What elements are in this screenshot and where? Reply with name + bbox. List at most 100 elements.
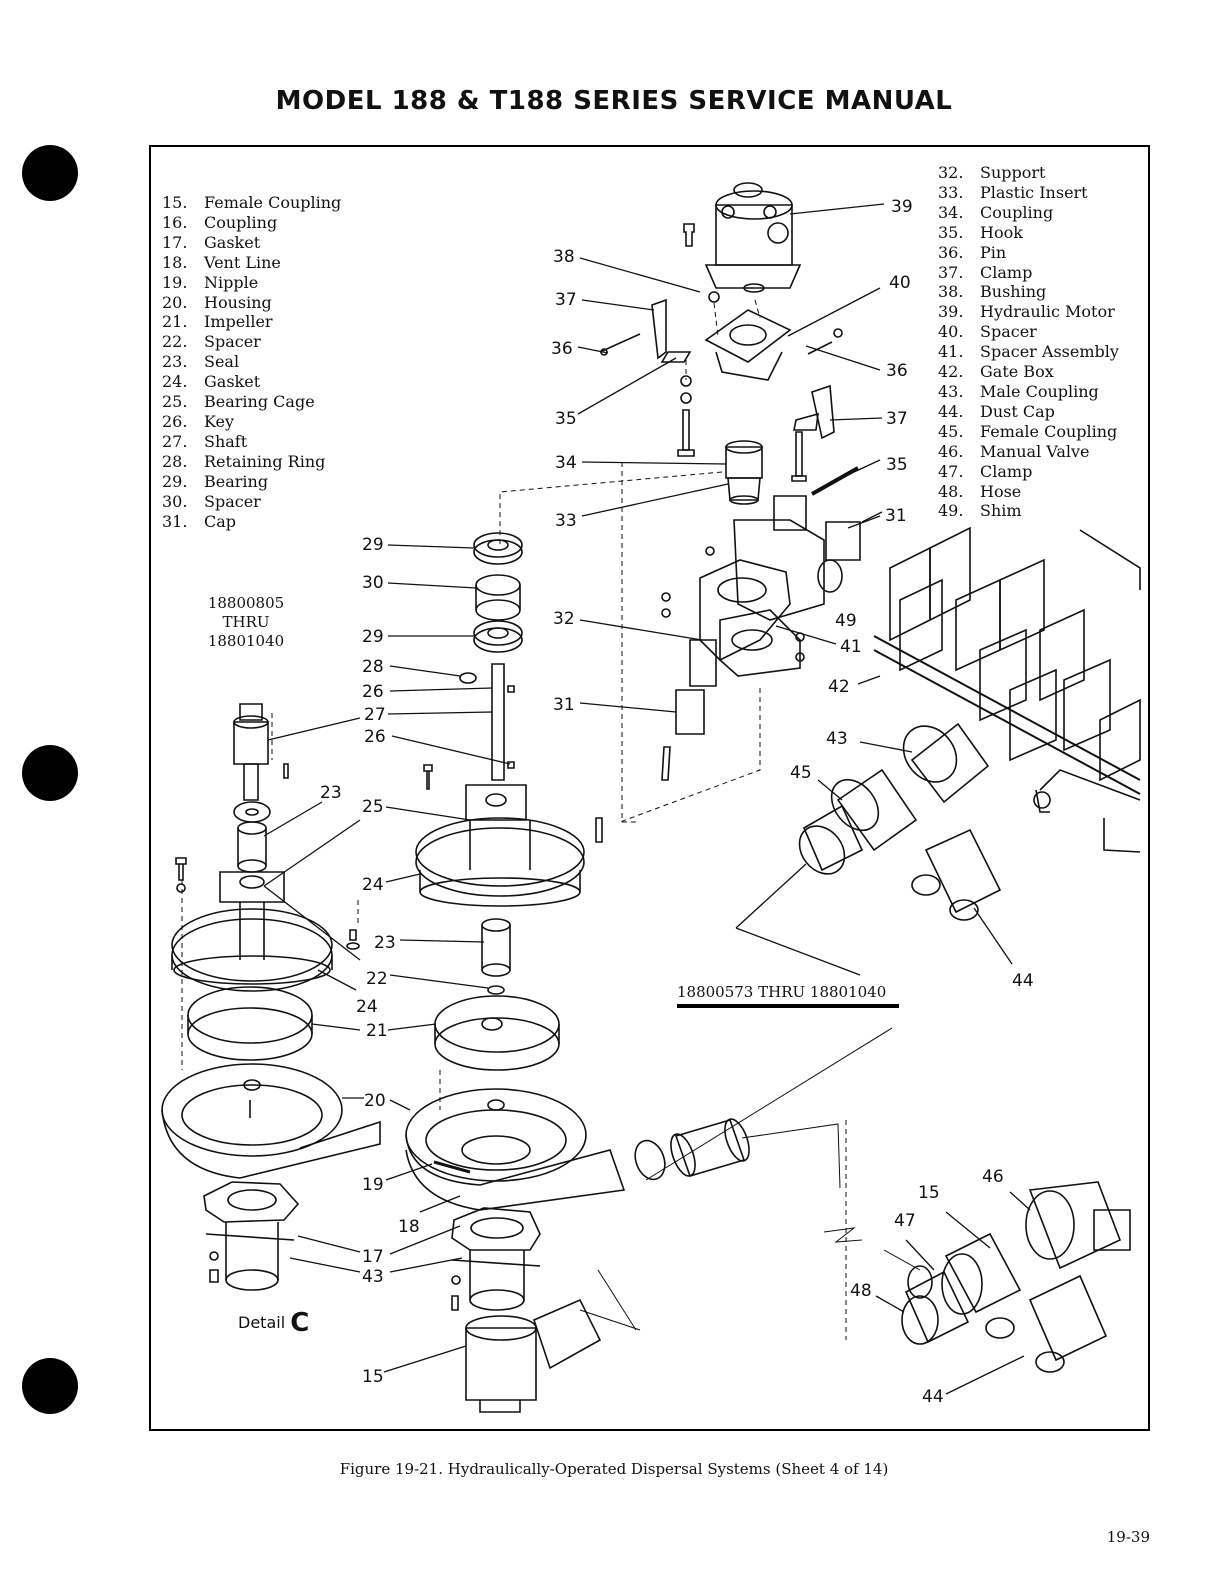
punch-hole-bottom bbox=[22, 1358, 78, 1414]
detail-c-shaft-drawing bbox=[233, 703, 289, 801]
callout-31b: 31 bbox=[553, 695, 575, 715]
part-number: 31. bbox=[162, 511, 188, 531]
callout-38: 38 bbox=[553, 247, 575, 267]
part-number: 45. bbox=[938, 421, 964, 441]
callout-41: 41 bbox=[840, 637, 862, 657]
serial-range-a-line2: THRU bbox=[222, 613, 270, 631]
detail-c-bearing-cage-drawing bbox=[171, 871, 333, 992]
part-item: 27.Shaft bbox=[162, 432, 341, 452]
part-name: Key bbox=[204, 411, 235, 431]
part-item: 15.Female Coupling bbox=[162, 193, 341, 213]
callout-15b: 15 bbox=[918, 1183, 940, 1203]
part-name: Seal bbox=[204, 352, 240, 372]
callout-24a: 24 bbox=[362, 875, 384, 895]
callout-49: 49 bbox=[835, 611, 857, 631]
coupling-group-lower-drawing bbox=[901, 1181, 1131, 1373]
part-item: 47.Clamp bbox=[938, 462, 1119, 482]
callout-35b: 35 bbox=[886, 455, 908, 475]
part-item: 43.Male Coupling bbox=[938, 382, 1119, 402]
page-number: 19-39 bbox=[1106, 1528, 1150, 1546]
part-item: 49. Shim bbox=[938, 501, 1119, 521]
shaft-stack-drawing bbox=[459, 532, 523, 781]
part-number: 30. bbox=[162, 491, 188, 511]
part-number: 49. bbox=[938, 501, 964, 521]
detail-label-letter: C bbox=[290, 1308, 310, 1338]
callout-36a: 36 bbox=[551, 339, 573, 359]
callout-43b: 43 bbox=[362, 1267, 384, 1287]
callout-30: 30 bbox=[362, 573, 384, 593]
serial-range-b-underline bbox=[677, 1004, 899, 1008]
part-name: Pin bbox=[980, 242, 1007, 262]
callout-42: 42 bbox=[828, 677, 850, 697]
part-item: 46. Manual Valve bbox=[938, 442, 1119, 462]
female-coupling-bottom-drawing bbox=[465, 1298, 602, 1413]
part-number: 37. bbox=[938, 262, 964, 282]
part-name: Gasket bbox=[204, 372, 261, 392]
hose-clamp-center-drawing bbox=[634, 1118, 750, 1181]
callout-45: 45 bbox=[790, 763, 812, 783]
part-item: 18.Vent Line bbox=[162, 253, 341, 273]
impeller-center-drawing bbox=[434, 995, 560, 1071]
part-number: 25. bbox=[162, 392, 188, 412]
gate-box-drawing bbox=[873, 526, 1141, 853]
callout-15a: 15 bbox=[362, 1367, 384, 1387]
part-item: 26. Key bbox=[162, 412, 341, 432]
callout-21: 21 bbox=[366, 1021, 388, 1041]
part-name: Nipple bbox=[204, 272, 259, 292]
part-number: 35. bbox=[938, 222, 964, 242]
figure-caption: Figure 19-21. Hydraulically-Operated Dis… bbox=[339, 1460, 889, 1478]
part-name: Dust Cap bbox=[980, 401, 1055, 421]
part-name: Manual Valve bbox=[980, 441, 1090, 461]
bushing-bolt-drawing bbox=[683, 223, 695, 247]
seal-center-drawing bbox=[481, 918, 511, 995]
part-number: 22. bbox=[162, 332, 188, 352]
hydraulic-motor-drawing bbox=[704, 182, 802, 293]
part-item: 17.Gasket bbox=[162, 233, 341, 253]
part-item: 29.Bearing bbox=[162, 472, 341, 492]
part-number: 46. bbox=[938, 441, 964, 461]
coupling-34-drawing bbox=[725, 440, 763, 505]
callout-23a: 23 bbox=[320, 783, 342, 803]
detail-c-impeller-drawing bbox=[187, 986, 313, 1061]
serial-range-a-line1: 18800805 bbox=[207, 594, 285, 612]
clamp-right-drawing bbox=[811, 384, 835, 440]
part-number: 23. bbox=[162, 352, 188, 372]
part-name: Bearing bbox=[204, 471, 269, 491]
punch-hole-middle bbox=[22, 745, 78, 801]
part-item: 37.Clamp bbox=[938, 263, 1119, 283]
part-name: Hose bbox=[980, 481, 1022, 501]
part-number: 48. bbox=[938, 481, 964, 501]
callout-28: 28 bbox=[362, 657, 384, 677]
part-number: 38. bbox=[938, 282, 964, 302]
spacer-40-drawing bbox=[704, 309, 792, 381]
callout-20: 20 bbox=[364, 1091, 386, 1111]
part-name: Shim bbox=[980, 501, 1022, 521]
callout-26b: 26 bbox=[364, 727, 386, 747]
part-number: 42. bbox=[938, 362, 964, 382]
callout-35a: 35 bbox=[555, 409, 577, 429]
callout-32: 32 bbox=[553, 609, 575, 629]
part-item: 40.Spacer bbox=[938, 322, 1119, 342]
part-name: Gasket bbox=[204, 232, 261, 252]
part-name: Male Coupling bbox=[980, 381, 1099, 401]
part-number: 26. bbox=[162, 411, 188, 431]
figure-frame bbox=[149, 145, 1150, 1431]
part-name: Coupling bbox=[980, 202, 1054, 222]
part-number: 20. bbox=[162, 292, 188, 312]
callout-44a: 44 bbox=[1012, 971, 1034, 991]
part-number: 19. bbox=[162, 272, 188, 292]
part-number: 16. bbox=[162, 212, 188, 232]
part-name: Spacer bbox=[204, 332, 261, 352]
page-title: MODEL 188 & T188 SERIES SERVICE MANUAL bbox=[275, 86, 953, 116]
part-number: 15. bbox=[162, 193, 188, 212]
part-number: 34. bbox=[938, 202, 964, 222]
part-name: Retaining Ring bbox=[204, 451, 326, 471]
lower-coupling-center-drawing bbox=[451, 1207, 541, 1311]
part-number: 24. bbox=[162, 372, 188, 392]
part-name: Gate Box bbox=[980, 362, 1054, 382]
part-item: 38.Bushing bbox=[938, 282, 1119, 302]
detail-label-text: Detail bbox=[238, 1313, 286, 1332]
part-number: 47. bbox=[938, 461, 964, 481]
